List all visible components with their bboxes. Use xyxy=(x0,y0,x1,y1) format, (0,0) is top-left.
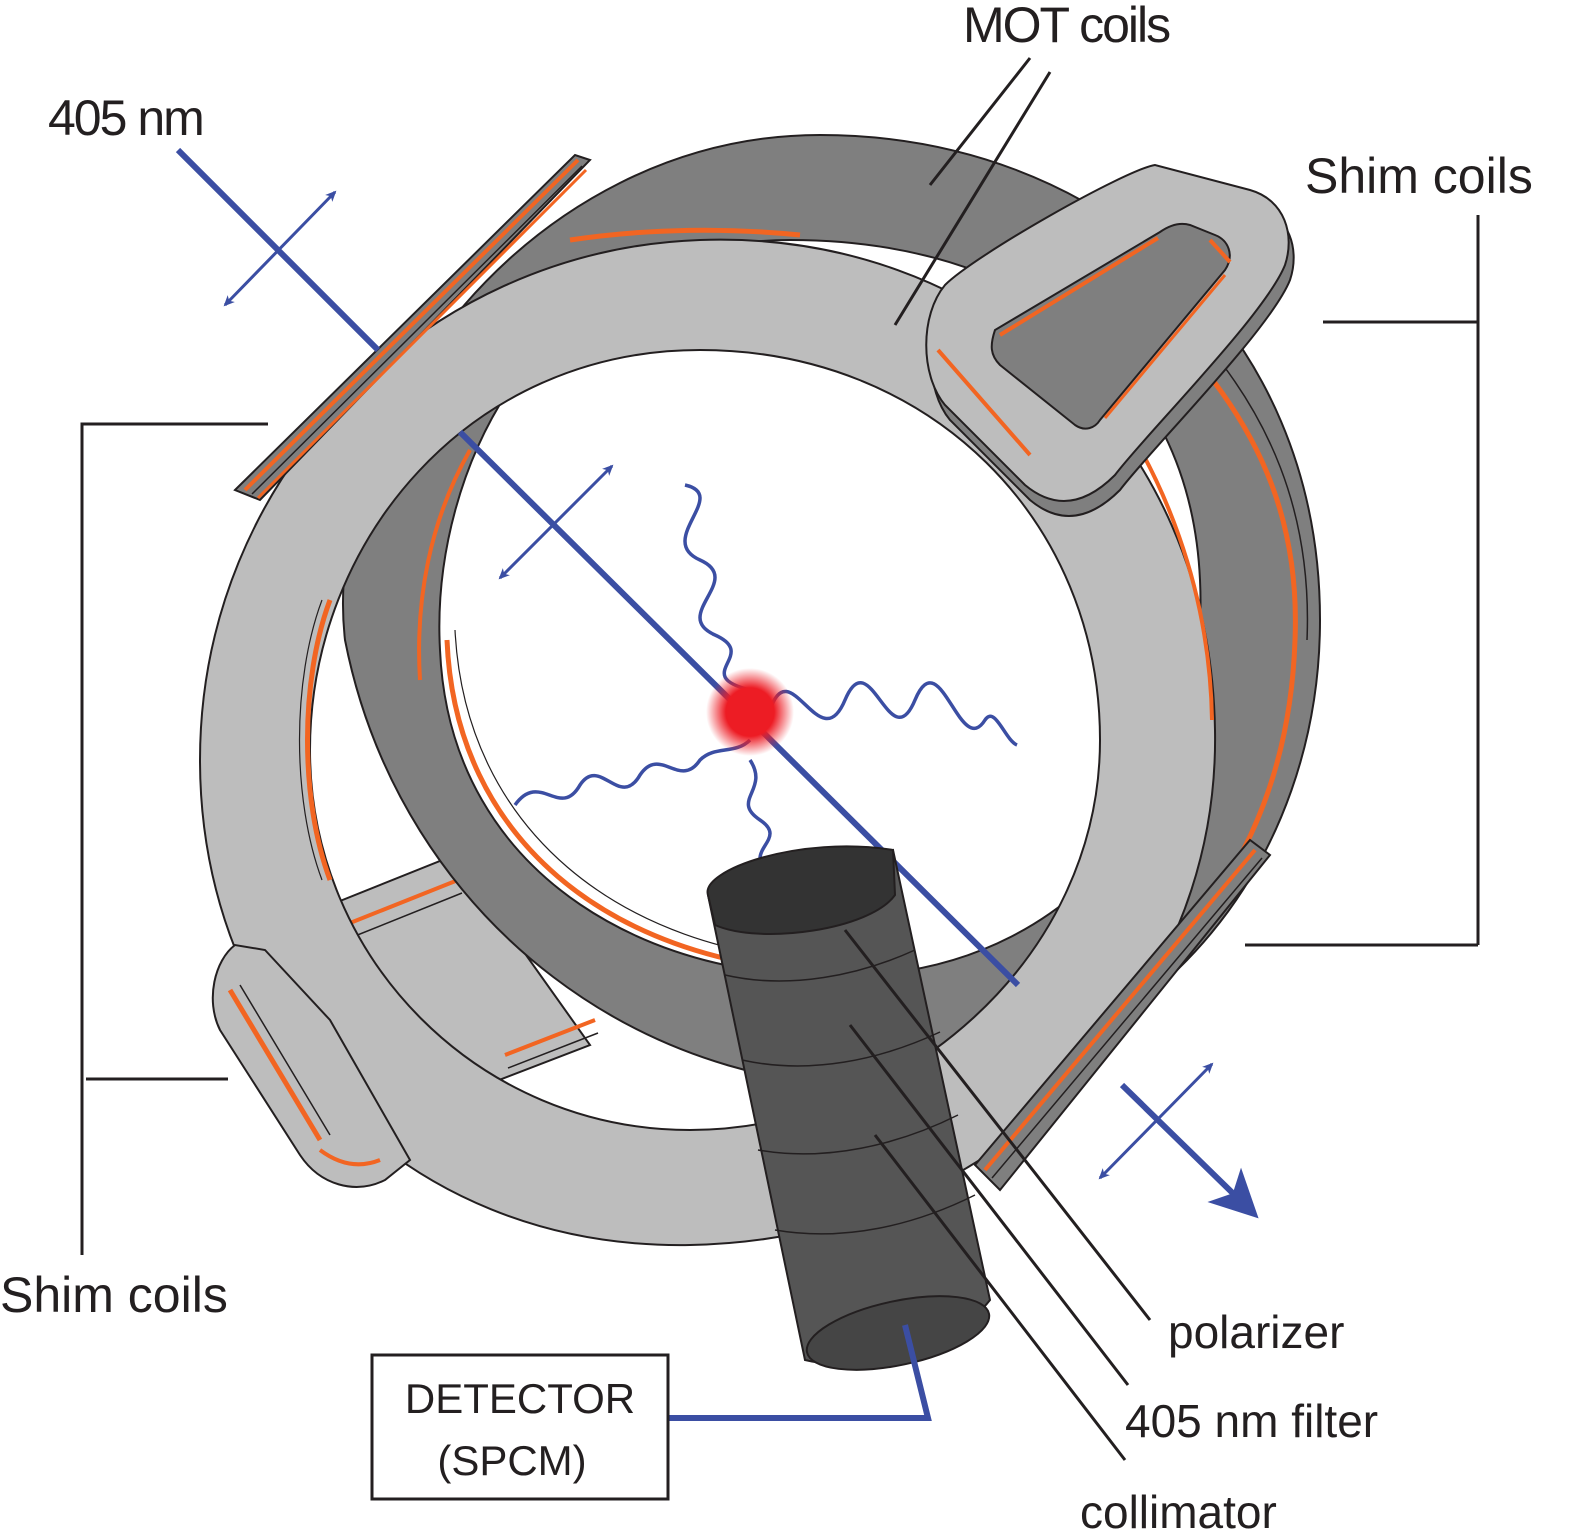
label-mot-coils: MOT coils xyxy=(963,0,1170,53)
label-shim-coils-right: Shim coils xyxy=(1305,148,1533,204)
label-spcm: (SPCM) xyxy=(437,1437,586,1484)
detector-leaders xyxy=(843,929,1152,1461)
label-collimator: collimator xyxy=(1080,1486,1277,1535)
label-wavelength: 405 nm xyxy=(48,90,203,146)
fluorescence-photons xyxy=(513,483,1018,877)
shim-coil-back-bars xyxy=(328,853,599,1097)
shim-coil-brackets xyxy=(80,215,1480,1255)
shim-coil-upper-left xyxy=(233,153,592,502)
shim-coil-upper-right xyxy=(925,163,1295,517)
label-shim-coils-left: Shim coils xyxy=(0,1267,228,1323)
detector-assembly xyxy=(706,845,992,1371)
label-polarizer: polarizer xyxy=(1168,1306,1344,1358)
mot-coil-leaders xyxy=(893,57,1052,326)
detector-cable xyxy=(668,1324,932,1421)
polarization-arrows xyxy=(223,190,1214,1180)
label-405nm-filter: 405 nm filter xyxy=(1125,1395,1378,1447)
atom-cloud xyxy=(706,668,794,756)
shim-coil-lower-right xyxy=(973,838,1272,1192)
mot-coil-front xyxy=(198,227,1217,1247)
shim-coil-lower-left xyxy=(211,943,412,1188)
label-detector: DETECTOR xyxy=(405,1375,635,1422)
detector-box xyxy=(370,1353,670,1501)
